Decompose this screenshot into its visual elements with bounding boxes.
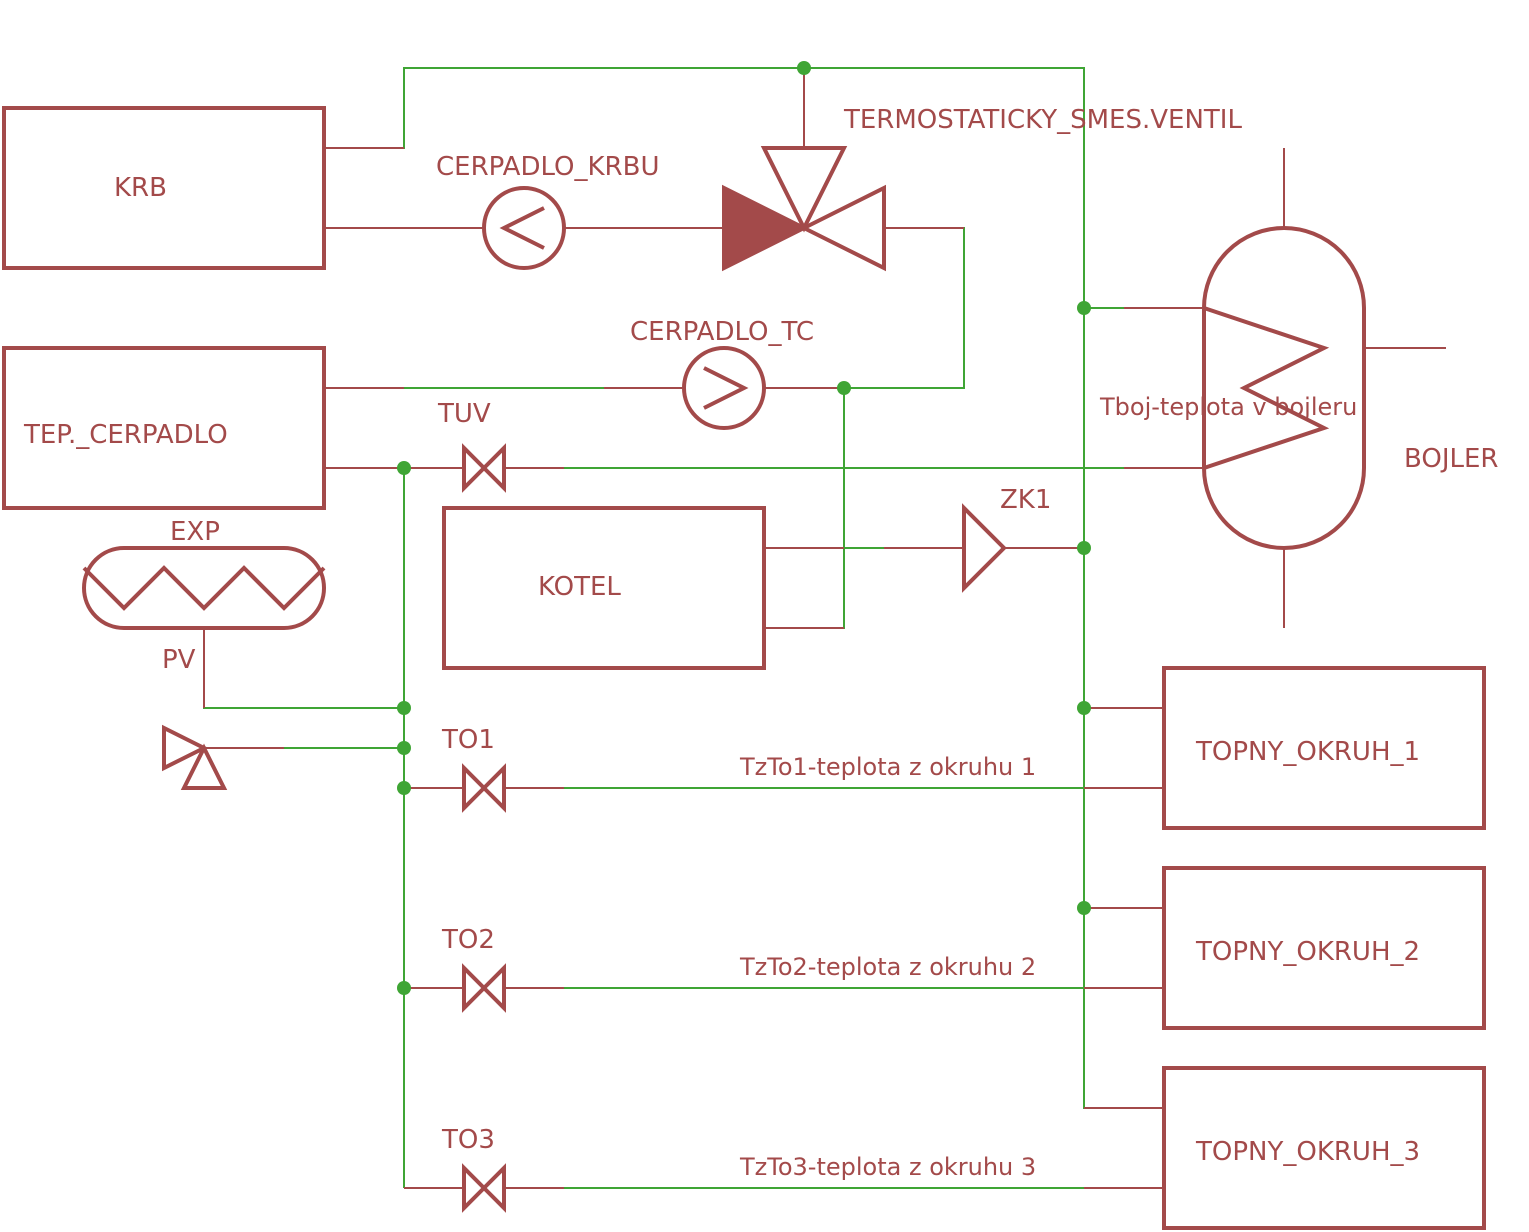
to1-valve-icon (462, 763, 506, 813)
topny-okruh-1-label: TOPNY_OKRUH_1 (1195, 737, 1420, 767)
cerpadlo-tc-label: CERPADLO_TC (630, 317, 814, 347)
topny-okruh-3-label: TOPNY_OKRUH_3 (1195, 1137, 1420, 1167)
to2-valve-icon (462, 963, 506, 1013)
to3-label: TO3 (441, 1125, 495, 1155)
zk1-label: ZK1 (1000, 485, 1051, 515)
kotel-label: KOTEL (538, 572, 621, 602)
junction (1077, 301, 1091, 315)
exp-label: EXP (170, 517, 220, 547)
junction (397, 701, 411, 715)
pump-tc-icon (682, 346, 766, 430)
cerpadlo-krbu-label: CERPADLO_KRBU (436, 152, 659, 182)
krb-box (2, 106, 326, 270)
mixing-valve-icon (722, 146, 886, 272)
tzto2-label: TzTo2-teplota z okruhu 2 (739, 953, 1036, 981)
tep-cerpadlo-label: TEP._CERPADLO (23, 420, 228, 450)
wires (203, 67, 1204, 1189)
junction (397, 741, 411, 755)
junction (397, 781, 411, 795)
topny-okruh-2-label: TOPNY_OKRUH_2 (1195, 937, 1420, 967)
wire-tc-kotel (764, 388, 845, 629)
junction (837, 381, 851, 395)
bojler-label: BOJLER (1404, 444, 1499, 474)
topny-okruh-2-box (1162, 866, 1486, 1030)
tuv-label: TUV (437, 399, 491, 429)
pump-krbu-icon (482, 186, 566, 270)
junction (1077, 901, 1091, 915)
topny-okruh-1-box (1162, 666, 1486, 830)
to1-label: TO1 (441, 725, 495, 755)
tboj-label: Tboj-teplota v bojleru (1099, 393, 1357, 421)
tzto1-label: TzTo1-teplota z okruhu 1 (739, 753, 1036, 781)
tzto3-label: TzTo3-teplota z okruhu 3 (739, 1153, 1036, 1181)
junction (1077, 701, 1091, 715)
to2-label: TO2 (441, 925, 495, 955)
expansion-tank-icon (82, 546, 326, 630)
topny-okruh-3-box (1162, 1066, 1486, 1230)
wire-valve-right (764, 227, 965, 389)
component-leads (203, 68, 1446, 1189)
to3-valve-icon (462, 1163, 506, 1213)
kotel-box (442, 506, 766, 670)
junction (797, 61, 811, 75)
junction (1077, 541, 1091, 555)
junction (397, 981, 411, 995)
junctions (397, 61, 1091, 995)
termostaticky-label: TERMOSTATICKY_SMES.VENTIL (843, 105, 1242, 135)
junction (397, 461, 411, 475)
safety-valve-icon (162, 724, 228, 790)
tep-cerpadlo-box (2, 346, 326, 510)
pv-label: PV (162, 645, 196, 675)
tuv-valve-icon (462, 443, 506, 493)
wire-pv (203, 628, 404, 709)
krb-label: KRB (114, 173, 167, 203)
zk1-check-valve-icon (962, 503, 1007, 593)
bojler-icon (1202, 226, 1366, 550)
